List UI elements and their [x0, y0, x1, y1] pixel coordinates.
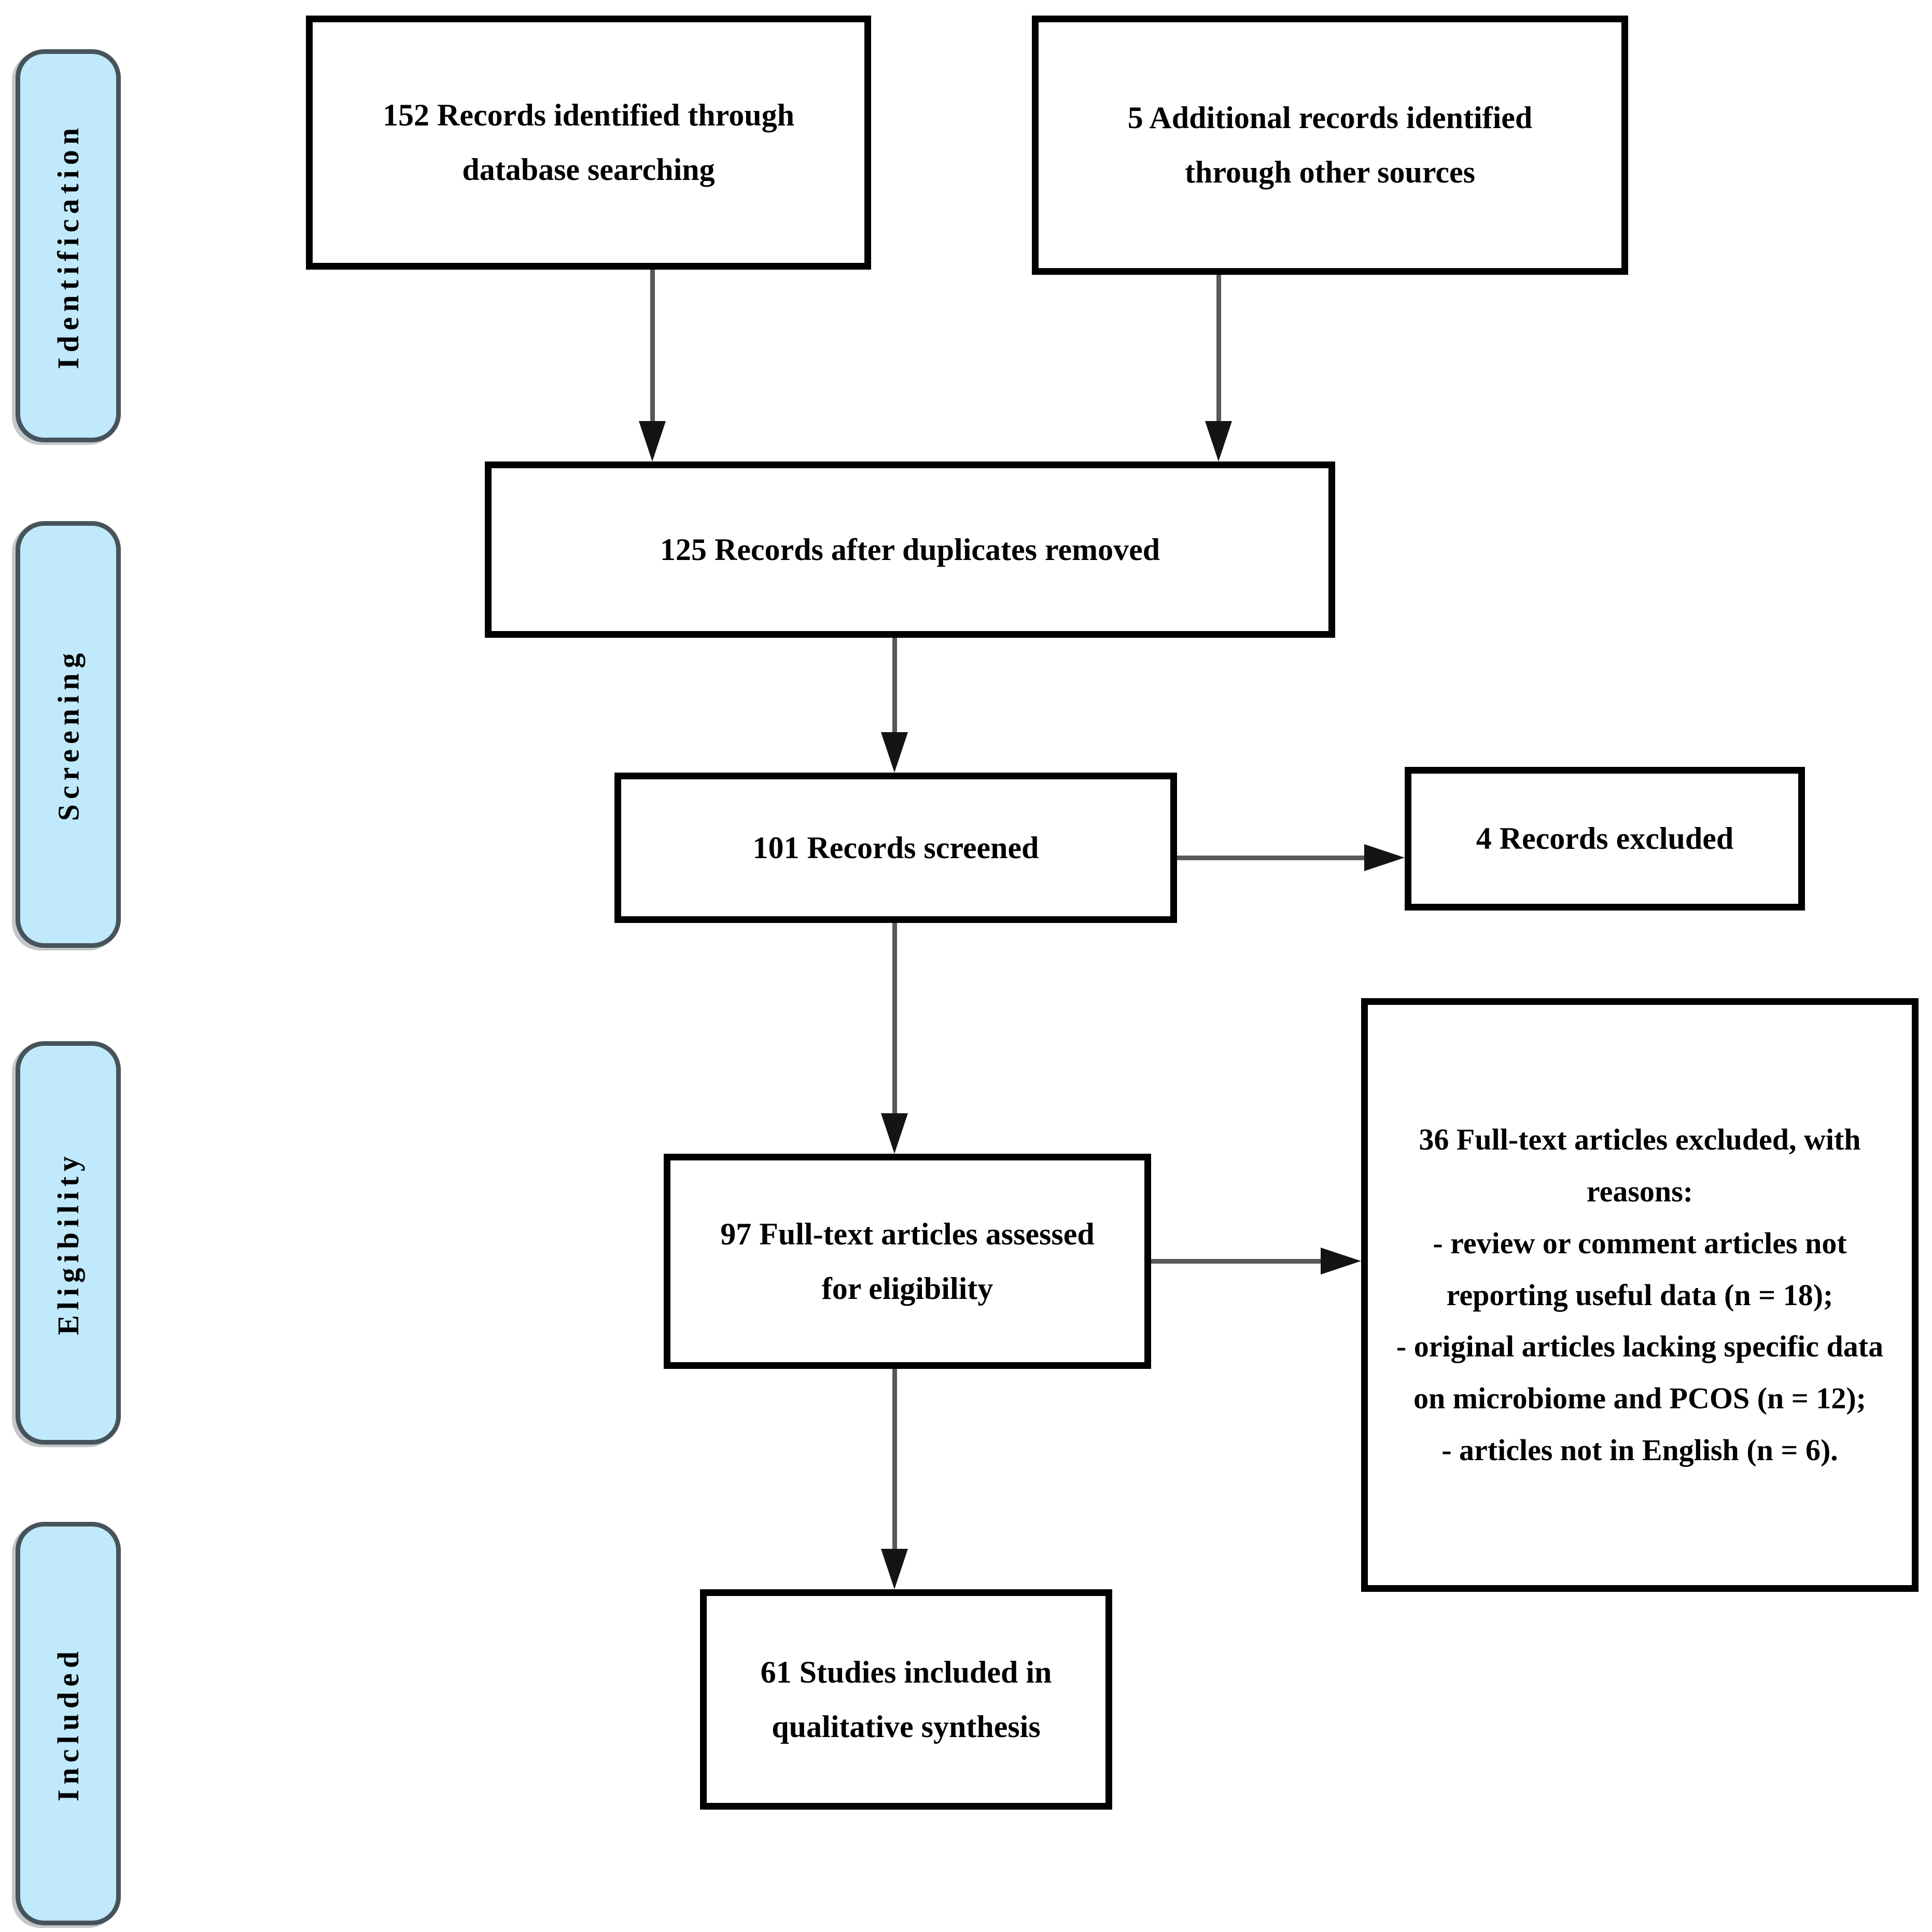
box-records-after-duplicates: 125 Records after duplicates removed	[485, 461, 1335, 638]
stage-included: Included	[16, 1522, 121, 1925]
box-records-after-duplicates-text: 125 Records after duplicates removed	[660, 532, 1160, 567]
fulltext-excluded-reason-header: 36 Full-text articles excluded, with rea…	[1419, 1123, 1861, 1209]
fulltext-excluded-reason-3: - articles not in English (n = 6).	[1441, 1433, 1838, 1467]
arrow-assessed-to-included-head	[881, 1549, 908, 1589]
box-fulltext-excluded-reasons: 36 Full-text articles excluded, with rea…	[1361, 998, 1919, 1592]
box-records-identified-database-text: 152 Records identified through database …	[383, 98, 794, 187]
box-records-excluded-text: 4 Records excluded	[1476, 821, 1734, 856]
arrow-other-sources-to-duplicates-head	[1205, 421, 1232, 461]
arrow-database-to-duplicates-head	[639, 421, 666, 461]
stage-identification: Identification	[16, 49, 121, 442]
box-records-screened: 101 Records screened	[614, 773, 1177, 923]
box-records-identified-database: 152 Records identified through database …	[306, 16, 871, 270]
arrow-screened-to-assessed-shaft	[892, 923, 897, 1115]
stage-identification-label: Identification	[51, 122, 85, 369]
arrow-screened-to-excluded-shaft	[1177, 856, 1364, 860]
fulltext-excluded-reason-2: - original articles lacking specific dat…	[1396, 1329, 1884, 1416]
box-studies-included-qualitative-text: 61 Studies included in qualitative synth…	[760, 1655, 1052, 1744]
arrow-screened-to-excluded-head	[1364, 844, 1405, 871]
stage-included-label: Included	[51, 1646, 86, 1801]
stage-screening-label: Screening	[51, 648, 85, 821]
box-fulltext-assessed-text: 97 Full-text articles assessed for eligi…	[720, 1216, 1095, 1306]
arrow-assessed-to-excluded-reasons-shaft	[1151, 1259, 1321, 1264]
box-fulltext-assessed: 97 Full-text articles assessed for eligi…	[664, 1154, 1151, 1369]
box-records-excluded: 4 Records excluded	[1405, 767, 1805, 911]
stage-screening: Screening	[16, 521, 121, 948]
arrow-assessed-to-excluded-reasons-head	[1321, 1248, 1361, 1275]
box-records-screened-text: 101 Records screened	[752, 830, 1039, 865]
arrow-assessed-to-included-shaft	[892, 1369, 897, 1551]
box-records-identified-other-sources-text: 5 Additional records identified through …	[1127, 101, 1533, 189]
arrow-database-to-duplicates-shaft	[650, 270, 655, 423]
box-studies-included-qualitative: 61 Studies included in qualitative synth…	[700, 1589, 1112, 1810]
arrow-screened-to-assessed-head	[881, 1113, 908, 1154]
fulltext-excluded-reason-1: - review or comment articles not reporti…	[1433, 1226, 1847, 1312]
stage-eligibility: Eligibility	[16, 1041, 121, 1445]
box-records-identified-other-sources: 5 Additional records identified through …	[1032, 16, 1628, 275]
arrow-duplicates-to-screened-head	[881, 732, 908, 773]
stage-eligibility-label: Eligibility	[51, 1151, 86, 1335]
arrow-other-sources-to-duplicates-shaft	[1216, 275, 1221, 423]
arrow-duplicates-to-screened-shaft	[892, 638, 897, 734]
